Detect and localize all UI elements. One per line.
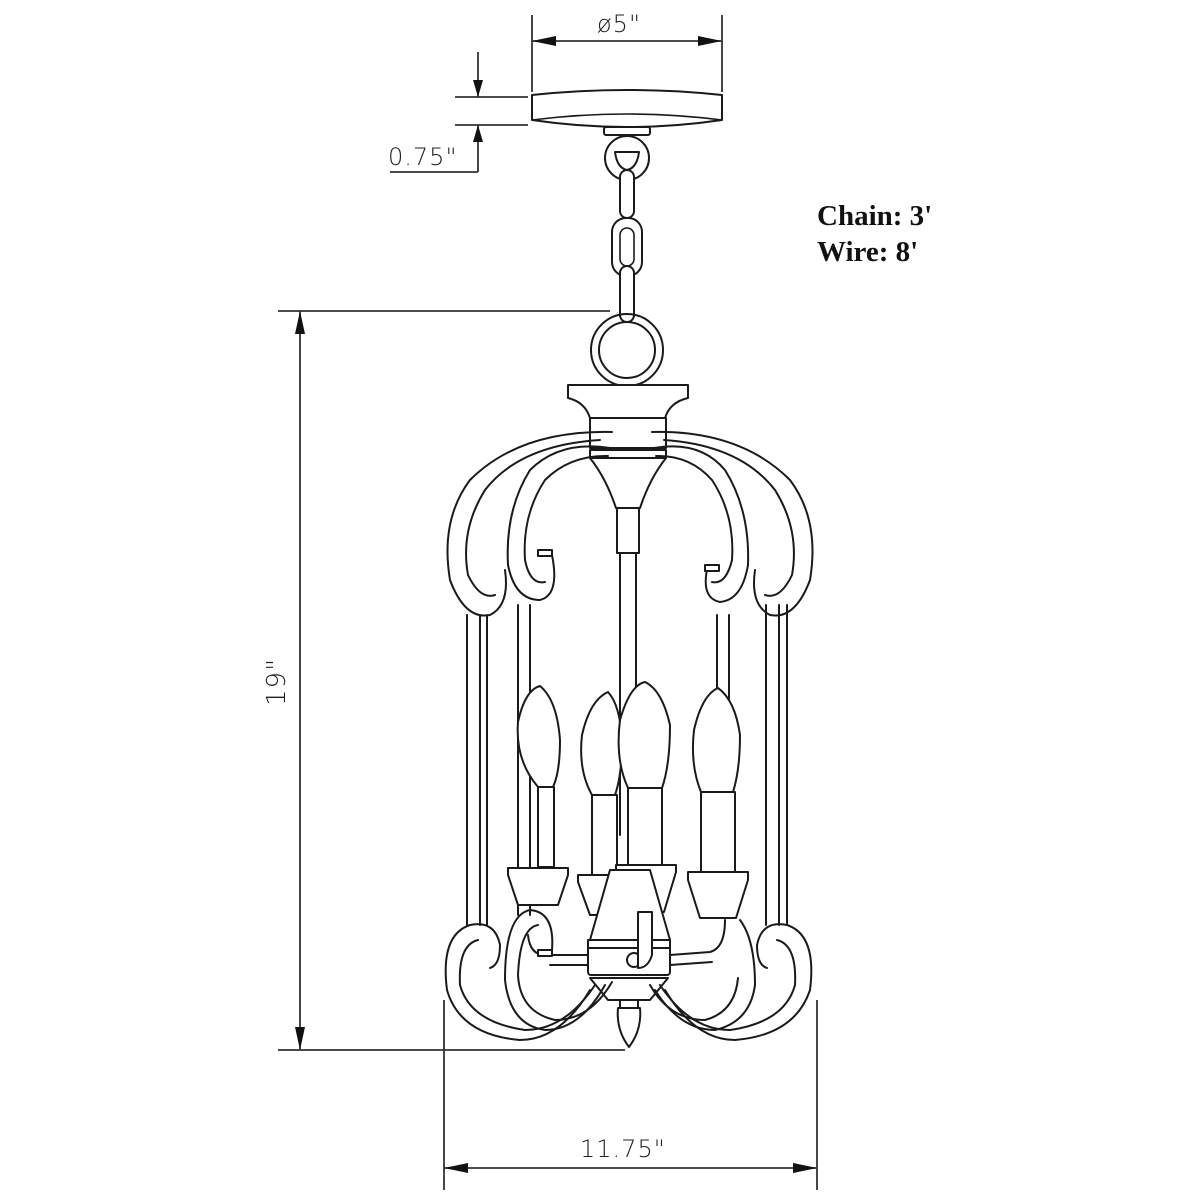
spec-notes: Chain: 3' Wire: 8' (817, 198, 932, 270)
fixture-width-dimension (443, 1000, 818, 1190)
ceiling-canopy (531, 89, 723, 136)
canopy-diameter-label: ø5" (597, 10, 641, 38)
hanging-chain (590, 135, 664, 387)
bulb-1 (507, 685, 569, 906)
wire-length-label: Wire: 8' (817, 236, 919, 268)
central-body (527, 869, 726, 1048)
bulb-4 (687, 687, 749, 919)
canopy-height-dimension (390, 52, 528, 173)
canopy-height-label: 0.75" (388, 143, 458, 171)
chain-length-label: Chain: 3' (817, 200, 933, 232)
fixture-width-label: 11.75" (580, 1135, 666, 1163)
candle-bulbs (507, 681, 749, 919)
canopy-diameter-dimension (531, 15, 723, 92)
fixture-top-cap (567, 384, 689, 554)
fixture-height-dimension (278, 310, 625, 1051)
lower-scroll-arms (444, 909, 813, 1041)
fixture-height-label: 19" (262, 657, 292, 706)
